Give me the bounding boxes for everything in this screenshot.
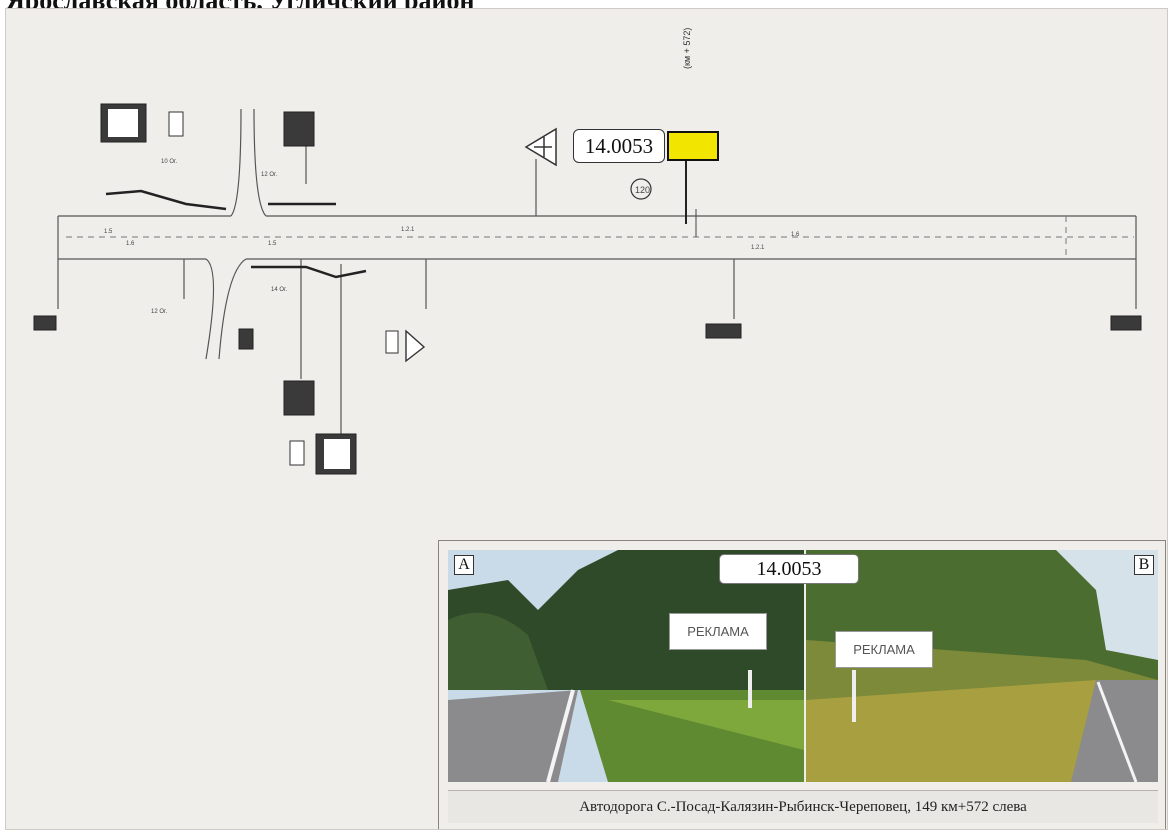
hatch-label: 14 Ог. <box>271 287 288 293</box>
hatch-label: 12 Ог. <box>261 172 278 178</box>
hatch-label: 10 Ог. <box>161 159 178 165</box>
photo-panel: A B 14.0053 РЕКЛАМА РЕКЛАМА Автодорога С… <box>438 540 1166 829</box>
view-b-marker: B <box>1134 555 1154 575</box>
marking-label: 1.5 <box>268 241 277 247</box>
view-a-marker: A <box>454 555 474 575</box>
photo-view-a <box>448 550 804 782</box>
marking-label: 1.2.1 <box>401 227 415 233</box>
photo-caption: Автодорога С.-Посад-Калязин-Рыбинск-Чере… <box>448 790 1158 823</box>
marking-label: 1.5 <box>104 229 113 235</box>
road-scheme-drawing <box>33 103 1142 475</box>
km-label: (км + 572) <box>682 27 692 69</box>
billboard-b: РЕКЛАМА <box>835 631 933 668</box>
placement-id: 14.0053 <box>573 129 665 163</box>
photo-view-b <box>806 550 1158 782</box>
marking-label: 1.6 <box>126 241 135 247</box>
marking-label: 1.2.1 <box>751 245 765 251</box>
marking-label: 1.6 <box>791 232 800 238</box>
photo-placement-id: 14.0053 <box>719 554 859 584</box>
scheme-sheet: 1.5 1.6 1.5 1.2.1 1.2.1 1.6 12 Ог. 12 Ог… <box>5 8 1168 830</box>
distance-label: 120 <box>635 185 651 195</box>
billboard-marker <box>667 131 719 161</box>
hatch-label: 12 Ог. <box>151 309 168 315</box>
billboard-a: РЕКЛАМА <box>669 613 767 650</box>
